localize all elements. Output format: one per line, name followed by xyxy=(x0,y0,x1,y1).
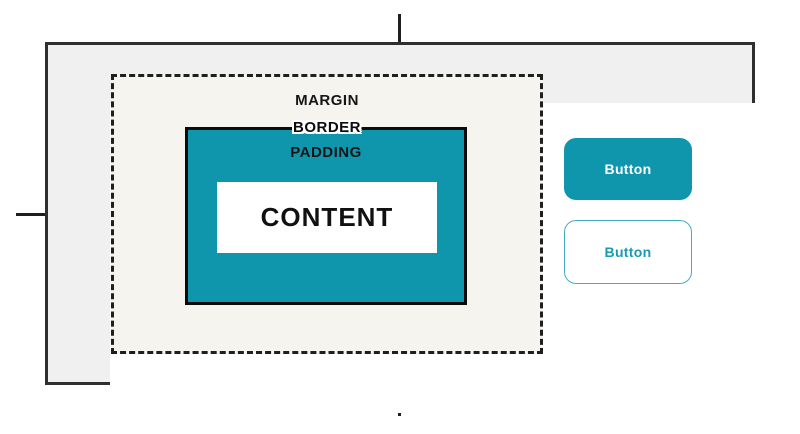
content-label: CONTENT xyxy=(260,202,394,232)
crosshair-tick-left xyxy=(16,213,46,216)
crosshair-tick-top xyxy=(398,14,401,43)
padding-label: PADDING xyxy=(290,144,362,161)
border-label: BORDER xyxy=(292,119,361,136)
secondary-button[interactable]: Button xyxy=(564,220,692,284)
content-area: CONTENT xyxy=(217,182,437,253)
primary-button[interactable]: Button xyxy=(564,138,692,200)
margin-label: MARGIN xyxy=(295,92,359,109)
